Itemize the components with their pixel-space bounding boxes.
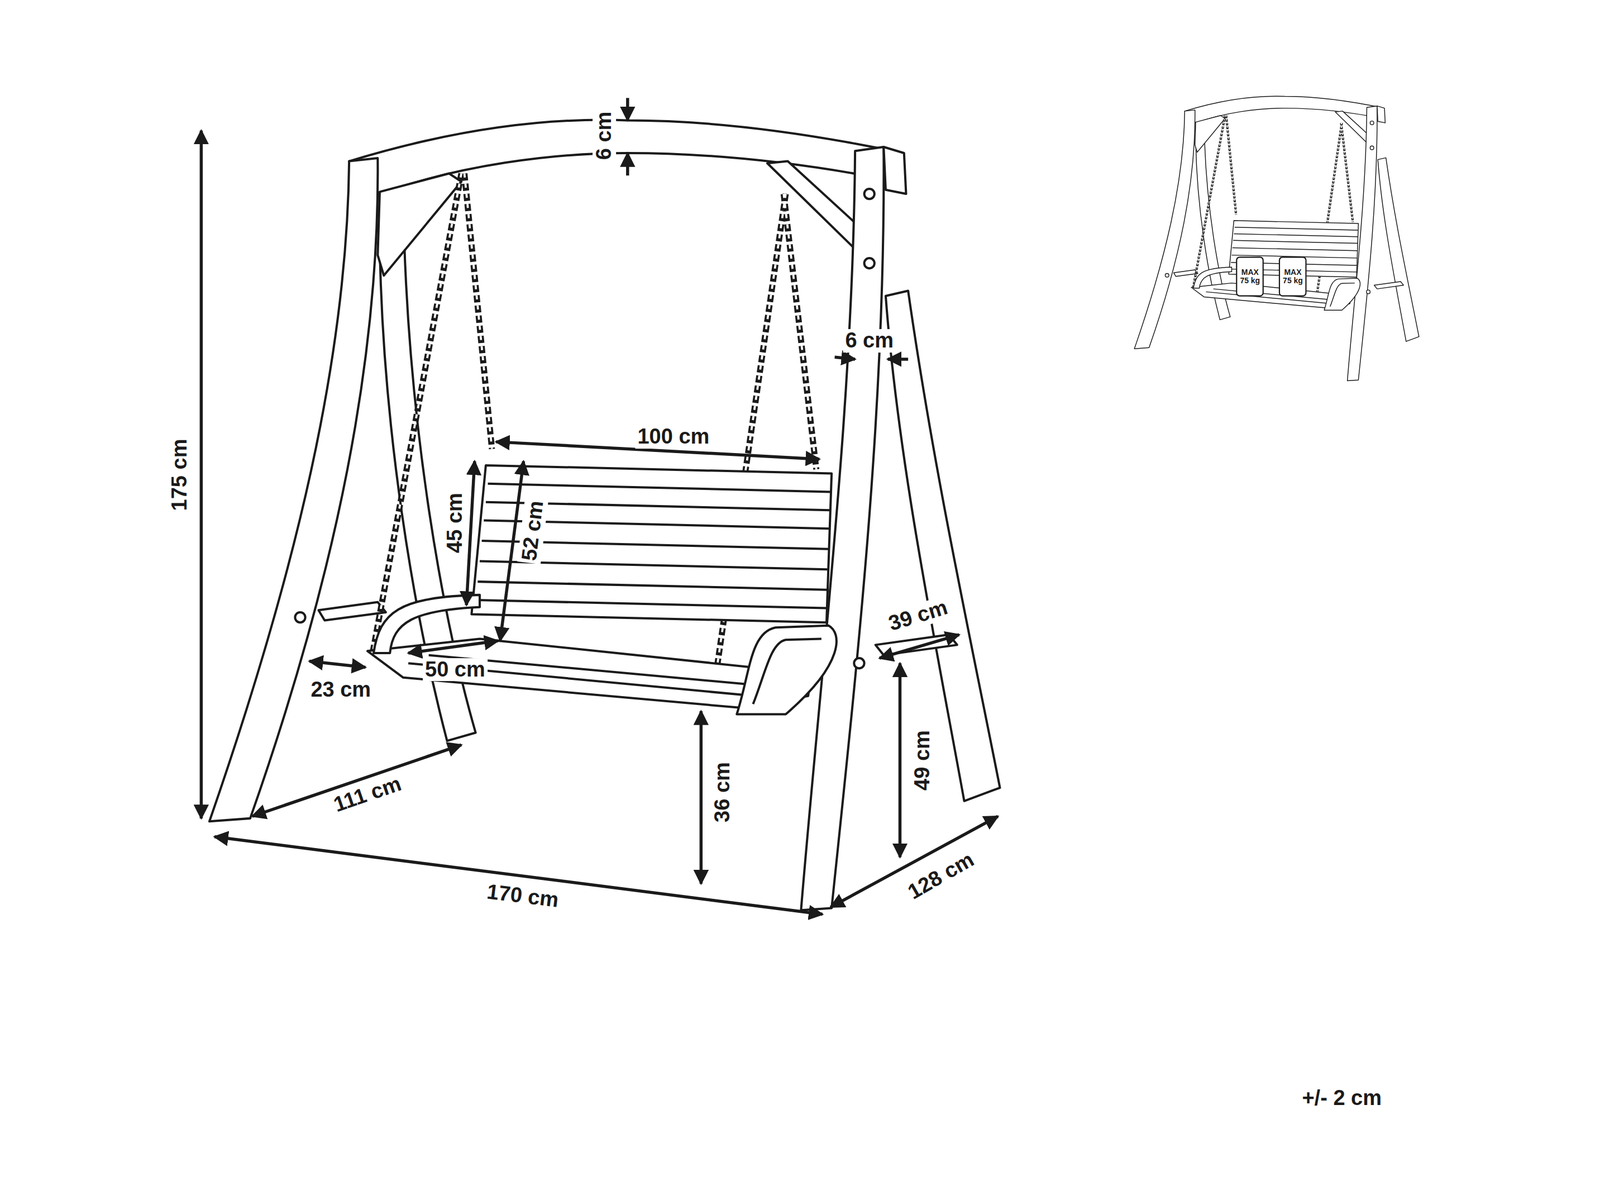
dimension-label: 170 cm <box>483 879 562 912</box>
dimension-label: 128 cm <box>901 846 980 905</box>
dimension-label: 39 cm <box>884 594 953 637</box>
weight-limit: MAX 75 kg <box>1238 268 1262 285</box>
dimension-label: 45 cm <box>443 490 467 556</box>
dimension-label: 36 cm <box>710 759 735 825</box>
dimension-label: 6 cm <box>842 328 896 353</box>
dimension-label: 100 cm <box>634 424 712 449</box>
weight-limit: MAX 75 kg <box>1281 268 1305 285</box>
weight-icons <box>1236 256 1306 296</box>
dimension-label: 49 cm <box>910 727 935 793</box>
dimension-label: 50 cm <box>422 657 488 682</box>
dimension-label: 111 cm <box>328 770 407 818</box>
swing-drawing <box>209 120 1001 911</box>
dimension-label: 52 cm <box>517 497 549 565</box>
dimension-label: 23 cm <box>308 677 374 702</box>
dimension-label: 175 cm <box>168 436 192 513</box>
dimension-label: 6 cm <box>592 109 616 163</box>
inset-swing <box>1134 96 1420 381</box>
dimension-lines <box>201 97 998 914</box>
tolerance-note: +/- 2 cm <box>1299 1086 1384 1110</box>
